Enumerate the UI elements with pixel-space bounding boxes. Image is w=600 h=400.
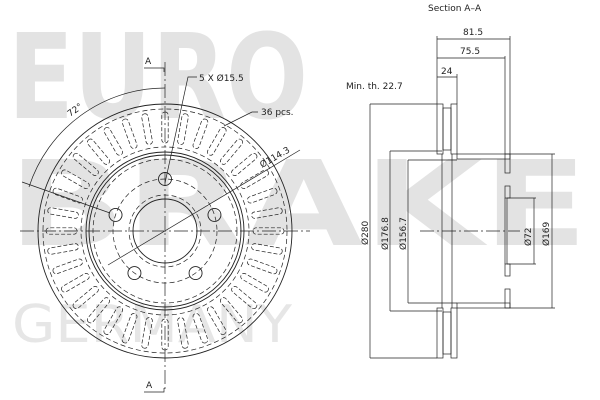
cooling-vanes bbox=[45, 111, 285, 351]
dim-center-bore: Ø72 bbox=[523, 227, 534, 246]
vanes-label: 36 pcs. bbox=[261, 108, 294, 118]
dim-disc-thickness: 24 bbox=[441, 67, 453, 77]
section-title: Section A–A bbox=[428, 4, 482, 14]
watermark-brake: BRAKE bbox=[8, 135, 588, 273]
dim-diameter-176: Ø176.8 bbox=[380, 217, 391, 250]
section-marker-top: A bbox=[145, 57, 152, 67]
watermark-euro: EURO bbox=[8, 8, 308, 146]
section-view: Section A–A Min. th. 22.7 81.5 75.5 24 bbox=[346, 4, 555, 359]
dim-overall-height: 81.5 bbox=[463, 28, 483, 38]
section-marker-bottom: A bbox=[146, 381, 153, 391]
watermark: EURO BRAKE GERMANY bbox=[8, 8, 588, 355]
dim-hat-diameter: Ø169 bbox=[541, 221, 552, 246]
front-view: Ø114.3 72° 5 X Ø15.5 36 pcs. A A bbox=[20, 57, 310, 393]
watermark-germany: GERMANY bbox=[12, 295, 292, 355]
bolt-holes-label: 5 X Ø15.5 bbox=[199, 73, 244, 84]
dim-outer-diameter: Ø280 bbox=[360, 220, 371, 245]
dim-diameter-156: Ø156.7 bbox=[398, 217, 409, 250]
dim-hat-height: 75.5 bbox=[460, 47, 480, 57]
min-thickness-label: Min. th. 22.7 bbox=[346, 82, 403, 92]
